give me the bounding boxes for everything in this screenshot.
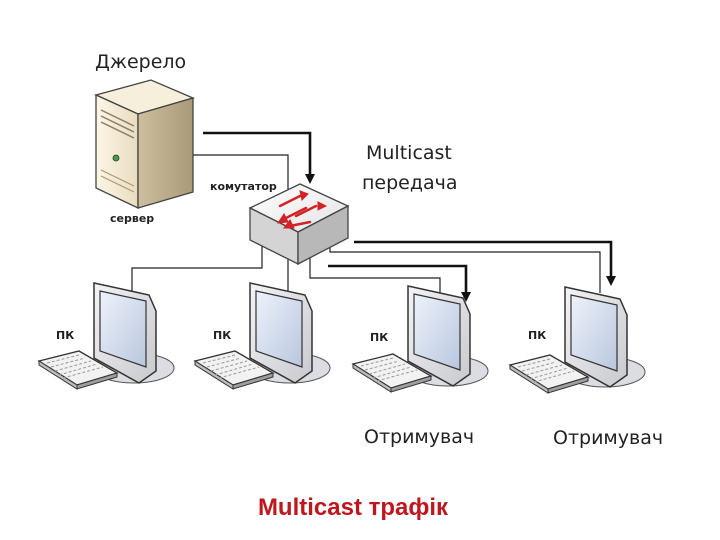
transmission-label-line2: передача [362,172,458,194]
receiver-label: Отримувач [364,426,474,448]
switch-icon [248,183,350,266]
link-switch-pc4 [329,248,601,293]
server-label: сервер [110,212,154,225]
source-label: Джерело [95,51,186,73]
pc-label: ПК [213,329,231,342]
transmission-label-line1: Multicast [366,142,452,164]
links [131,154,601,293]
receiver-label: Отримувач [553,427,663,449]
link-switch-pc3 [309,258,441,293]
pc-label: ПК [56,329,74,342]
link-server-switch [193,154,289,192]
diagram-title: Multicast трафік [258,494,449,521]
multicast-arrow-receiver2 [354,240,616,286]
multicast-arrows [203,131,616,302]
server-icon [94,79,195,210]
link-switch-pc1 [131,246,263,293]
switch-arrows-icon [276,190,328,229]
switch-label: комутатор [210,180,277,193]
pc-label: ПК [528,329,546,342]
pc-label: ПК [370,331,388,344]
multicast-arrow-in [203,131,315,184]
multicast-arrow-receiver1 [328,264,471,302]
